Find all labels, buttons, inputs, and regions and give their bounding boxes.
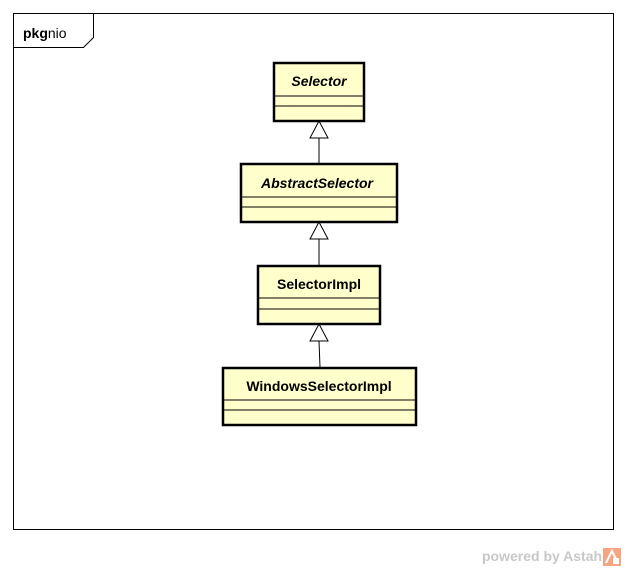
package-frame: pkgnio [13,13,614,530]
class-box [239,162,399,224]
generalization-windowsselectorimpl-selectorimpl [309,322,329,368]
class-name-selector: Selector [291,73,348,89]
class-name-abstract-selector: AbstractSelector [260,175,375,191]
generalization-selectorimpl-abstractselector [309,220,329,265]
package-label: pkgnio [23,25,67,41]
generalization-line [318,340,321,368]
class-selector[interactable]: Selector [272,61,366,123]
class-abstract-selector[interactable]: AbstractSelector [239,162,399,224]
class-box [256,264,382,326]
watermark-text: powered by Astah [482,548,603,564]
class-name-windows-selector-impl: WindowsSelectorImpl [246,378,391,394]
generalization-arrowhead-icon [309,322,329,342]
package-frame-border [13,13,614,530]
generalization-edges [309,119,329,368]
package-frame-tab [13,13,94,48]
generalization-arrowhead-icon [309,220,329,240]
class-box [272,61,366,123]
class-windows-selector-impl[interactable]: WindowsSelectorImpl [221,366,418,427]
class-name-selector-impl: SelectorImpl [277,276,361,292]
generalization-arrowhead-icon [309,119,329,139]
astah-logo-icon [603,548,621,566]
class-selector-impl[interactable]: SelectorImpl [256,264,382,326]
package-keyword: pkg [23,25,48,41]
class-box [221,366,418,427]
generalization-abstractselector-selector [309,119,329,163]
package-name: nio [48,25,67,41]
